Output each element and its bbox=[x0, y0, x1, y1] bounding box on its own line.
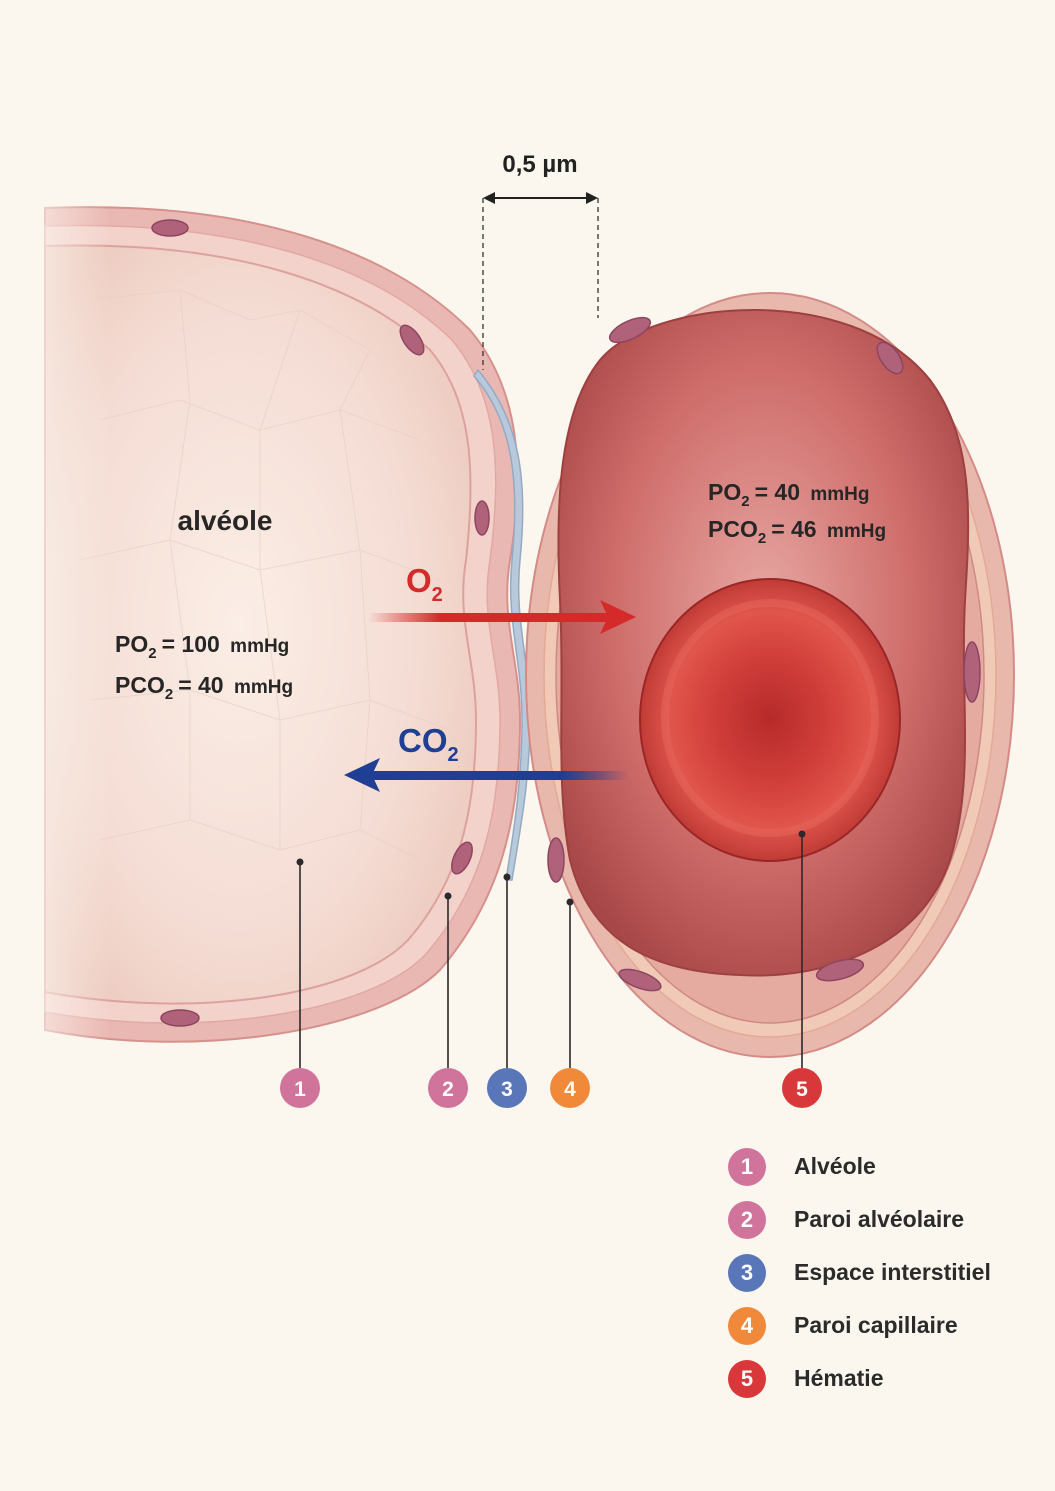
legend-label: Espace interstitiel bbox=[794, 1259, 991, 1285]
thickness-measure bbox=[482, 192, 599, 370]
measure-label: 0,5 µm bbox=[502, 151, 577, 178]
svg-text:3: 3 bbox=[501, 1078, 513, 1101]
marker-4: 4 bbox=[550, 1068, 590, 1108]
legend-item-paroi-alveolaire: 2 Paroi alvéolaire bbox=[728, 1193, 1048, 1246]
legend-badge: 5 bbox=[728, 1359, 766, 1398]
legend-item-hematie: 5 Hématie bbox=[728, 1352, 1048, 1405]
legend-badge: 1 bbox=[728, 1147, 766, 1186]
alveole-nuclei bbox=[151, 219, 490, 1027]
marker-1: 1 bbox=[280, 1068, 320, 1108]
legend-label: Paroi alvéolaire bbox=[794, 1206, 965, 1232]
alveole-title: alvéole bbox=[178, 505, 273, 536]
alveole-pco2: PCO2= 40 mmHg bbox=[115, 672, 293, 703]
legend-item-alveole: 1 Alvéole bbox=[728, 1140, 1048, 1193]
svg-text:4: 4 bbox=[564, 1078, 576, 1101]
legend-item-paroi-capillaire: 4 Paroi capillaire bbox=[728, 1299, 1048, 1352]
alveole-texture bbox=[79, 289, 451, 861]
legend-badge: 4 bbox=[728, 1306, 766, 1345]
co2-label: CO2 bbox=[398, 722, 459, 766]
red-blood-cell bbox=[639, 578, 901, 862]
marker-5: 5 bbox=[782, 1068, 822, 1108]
legend: 1 Alvéole 2 Paroi alvéolaire 3 Espace in… bbox=[728, 1140, 1048, 1405]
co2-arrow bbox=[344, 758, 628, 792]
alveole-po2: PO2= 100 mmHg bbox=[115, 631, 289, 662]
svg-text:2: 2 bbox=[442, 1078, 454, 1101]
alveole-shape bbox=[0, 200, 522, 1060]
legend-item-espace-interstitiel: 3 Espace interstitiel bbox=[728, 1246, 1048, 1299]
o2-arrow bbox=[368, 600, 636, 634]
legend-label: Hématie bbox=[794, 1365, 884, 1391]
marker-2: 2 bbox=[428, 1068, 468, 1108]
marker-3: 3 bbox=[487, 1068, 527, 1108]
legend-label: Alvéole bbox=[794, 1153, 876, 1179]
leader-dots bbox=[296, 830, 806, 906]
svg-text:5: 5 bbox=[796, 1078, 808, 1101]
legend-badge: 2 bbox=[728, 1200, 766, 1239]
o2-label: O2 bbox=[406, 562, 443, 606]
capillary-nuclei bbox=[547, 316, 981, 992]
leader-lines bbox=[299, 834, 803, 1068]
capillary-po2: PO2= 40 mmHg bbox=[708, 479, 870, 510]
capillary-pco2: PCO2= 46 mmHg bbox=[708, 516, 886, 547]
legend-label: Paroi capillaire bbox=[794, 1312, 958, 1338]
svg-text:1: 1 bbox=[294, 1078, 306, 1101]
legend-badge: 3 bbox=[728, 1253, 766, 1292]
